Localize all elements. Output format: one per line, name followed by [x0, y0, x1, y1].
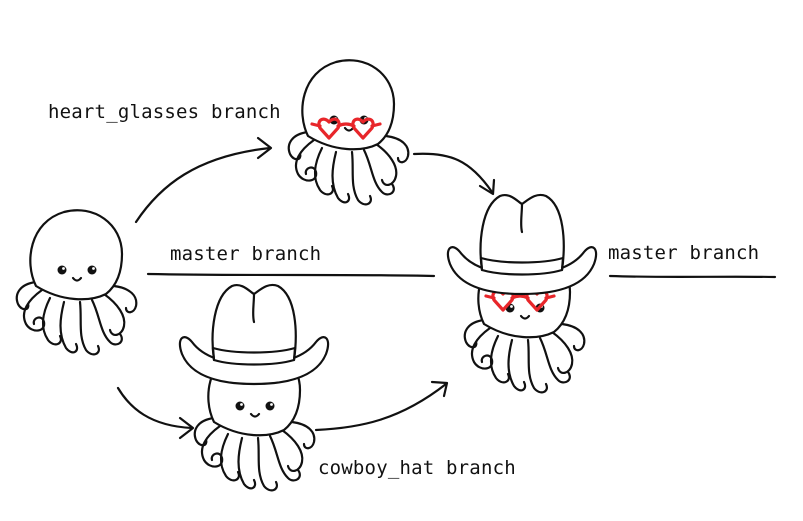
cowboy-hat-icon [178, 283, 330, 386]
master-branch-label-right: master branch [608, 242, 760, 264]
cowboy-hat-icon [446, 193, 598, 296]
octopus-icon [15, 209, 138, 356]
master-branch-line-left [146, 272, 436, 278]
octopus-icon [287, 59, 410, 206]
master-branch-line-right [608, 274, 777, 279]
master-branch-label-left: master branch [170, 243, 322, 265]
arrow-icon [314, 380, 449, 432]
arrow-icon [412, 152, 496, 196]
arrow-icon [134, 136, 273, 224]
heart-glasses-branch-label: heart_glasses branch [48, 101, 281, 123]
arrow-icon [116, 386, 195, 440]
cowboy-hat-branch-label: cowboy_hat branch [318, 457, 516, 479]
